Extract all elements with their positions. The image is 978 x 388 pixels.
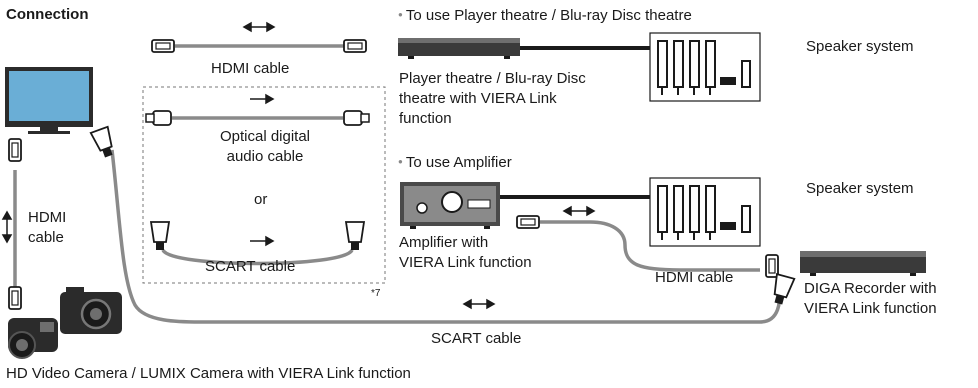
scart-plug-icon bbox=[150, 221, 170, 251]
amplifier-label-2: VIERA Link function bbox=[399, 254, 532, 271]
scart-cable-mid-label: SCART cable bbox=[205, 258, 296, 275]
hdmi-plug-icon bbox=[8, 286, 22, 310]
scart-cable-bottom-label: SCART cable bbox=[431, 330, 522, 347]
thick-links bbox=[480, 46, 650, 199]
diga-label-2: VIERA Link function bbox=[804, 300, 937, 317]
camcorder-icon bbox=[8, 318, 58, 359]
scart-plug-icon bbox=[768, 273, 796, 307]
double-arrow-icon bbox=[462, 298, 496, 310]
or-label: or bbox=[254, 191, 268, 208]
amplifier-label-1: Amplifier with bbox=[399, 234, 489, 251]
optical-cable-label-2: audio cable bbox=[226, 148, 304, 165]
speaker-system-label-1: Speaker system bbox=[806, 38, 914, 55]
hdmi-cable-left-label-1: HDMI bbox=[28, 209, 67, 226]
alternatives-dashed-box bbox=[142, 86, 386, 284]
amplifier-icon bbox=[400, 182, 500, 229]
optical-cable-label-1: Optical digital bbox=[219, 128, 311, 145]
tv-icon bbox=[5, 67, 93, 134]
player-label-2: theatre with VIERA Link bbox=[399, 90, 557, 107]
speaker-icon bbox=[649, 177, 761, 247]
right-arrow-icon bbox=[250, 93, 275, 105]
cables bbox=[13, 44, 782, 324]
heading: Connection bbox=[6, 6, 89, 23]
footnote-mark: *7 bbox=[371, 288, 381, 299]
to-use-amplifier-heading: To use Amplifier bbox=[398, 153, 512, 172]
hdmi-plug-icon bbox=[151, 39, 175, 53]
right-arrow-icon bbox=[250, 235, 275, 247]
hdmi-cable-top-label: HDMI cable bbox=[211, 60, 290, 77]
camera-icon bbox=[60, 287, 122, 334]
scart-plug-icon bbox=[345, 221, 365, 251]
double-arrow-icon bbox=[1, 210, 13, 244]
double-arrow-icon bbox=[242, 21, 276, 33]
hdmi-plug-icon bbox=[8, 138, 22, 162]
diga-label-1: DIGA Recorder with bbox=[804, 280, 937, 297]
double-arrow-icon bbox=[562, 205, 596, 217]
optical-plug-icon bbox=[145, 110, 370, 126]
speaker-icon bbox=[649, 32, 761, 102]
hdmi-plug-icon bbox=[516, 215, 540, 229]
recorder-icon bbox=[800, 251, 926, 276]
player-label-1: Player theatre / Blu-ray Disc bbox=[399, 70, 586, 87]
camera-caption: HD Video Camera / LUMIX Camera with VIER… bbox=[6, 365, 411, 382]
hdmi-cable-right-label: HDMI cable bbox=[655, 269, 734, 286]
hdmi-plug-icon bbox=[343, 39, 367, 53]
to-use-player-heading: To use Player theatre / Blu-ray Disc the… bbox=[398, 6, 692, 25]
hdmi-cable-left-label-2: cable bbox=[28, 229, 64, 246]
player-label-3: function bbox=[399, 110, 452, 127]
speaker-system-label-2: Speaker system bbox=[806, 180, 914, 197]
player-icon bbox=[398, 38, 520, 59]
